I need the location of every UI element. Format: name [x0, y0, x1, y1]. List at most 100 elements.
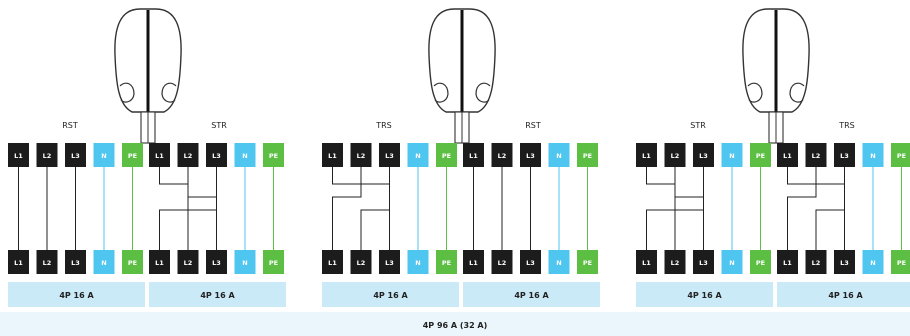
terminal-label: L1: [469, 259, 478, 267]
terminal-top: [636, 143, 657, 167]
phase-wire: [646, 167, 704, 250]
terminal-top: [379, 143, 400, 167]
terminal-top: [322, 143, 343, 167]
terminal-bottom: [149, 250, 170, 274]
terminal-label: L3: [212, 259, 221, 267]
charging-station-icon: [114, 8, 182, 144]
terminal-label: N: [415, 259, 420, 267]
terminal-label: PE: [756, 152, 765, 160]
breaker-label: 4P 16 A: [200, 291, 235, 300]
terminal-top: [777, 143, 798, 167]
phase-wire: [187, 167, 217, 250]
terminal-top: [177, 143, 199, 167]
charger-group-3: [636, 8, 910, 307]
station-holster-right: [789, 82, 805, 103]
terminal-bottom: [322, 250, 343, 274]
terminal-label: L1: [155, 152, 164, 160]
terminal-top: [834, 143, 855, 167]
terminal-label: N: [556, 259, 561, 267]
terminal-label: L2: [43, 259, 52, 267]
terminal-label: L3: [699, 259, 708, 267]
terminal-bottom: [750, 250, 771, 274]
phase-wire: [360, 167, 390, 250]
terminal-bottom: [636, 250, 657, 274]
terminal-top: [548, 143, 570, 167]
terminal-label: L2: [357, 152, 366, 160]
breaker-label: 4P 16 A: [373, 291, 408, 300]
terminal-top: [891, 143, 910, 167]
terminal-bottom: [206, 250, 227, 274]
terminal-label: L2: [357, 259, 366, 267]
terminal-label: PE: [442, 259, 451, 267]
breaker-bar: [8, 282, 145, 307]
breaker-label: 4P 16 A: [687, 291, 722, 300]
terminal-label: L3: [385, 152, 394, 160]
terminal-top: [664, 143, 686, 167]
terminal-top: [721, 143, 743, 167]
terminal-top: [149, 143, 170, 167]
phase-wire: [332, 167, 362, 250]
terminal-top: [577, 143, 598, 167]
terminal-label: N: [242, 259, 247, 267]
terminal-label: PE: [442, 152, 451, 160]
terminal-top: [407, 143, 429, 167]
total-breaker-bar: [0, 312, 910, 336]
terminal-bottom: [93, 250, 115, 274]
terminal-label: PE: [583, 259, 592, 267]
charging-station-icon: [428, 8, 496, 144]
terminal-label: N: [729, 259, 734, 267]
terminal-bottom: [862, 250, 884, 274]
breaker-bar: [636, 282, 773, 307]
terminal-label: L1: [469, 152, 478, 160]
terminal-label: L2: [498, 259, 507, 267]
terminal-top: [263, 143, 284, 167]
terminal-label: N: [870, 152, 875, 160]
terminal-label: L1: [642, 152, 651, 160]
terminal-label: PE: [756, 259, 765, 267]
terminal-label: PE: [897, 259, 906, 267]
terminal-label: L3: [526, 259, 535, 267]
terminal-bottom: [891, 250, 910, 274]
terminal-label: L3: [699, 152, 708, 160]
terminal-bottom: [664, 250, 686, 274]
terminal-label: PE: [269, 152, 278, 160]
terminal-label: PE: [128, 259, 137, 267]
terminal-label: L1: [155, 259, 164, 267]
charger-group-1: [8, 8, 286, 307]
terminal-label: N: [101, 259, 106, 267]
total-breaker-label: 4P 96 A (32 A): [423, 321, 488, 330]
terminal-top: [693, 143, 714, 167]
terminal-label: L1: [328, 152, 337, 160]
terminal-label: L2: [812, 259, 821, 267]
phase-order-label: RST: [62, 121, 78, 130]
terminal-label: L3: [840, 152, 849, 160]
breaker-bar: [777, 282, 910, 307]
terminal-bottom: [520, 250, 541, 274]
terminal-bottom: [263, 250, 284, 274]
terminal-bottom: [491, 250, 513, 274]
terminal-top: [862, 143, 884, 167]
terminal-label: N: [556, 152, 561, 160]
charger-group-2: [322, 8, 600, 307]
phase-order-label: TRS: [375, 121, 392, 130]
breaker-label: 4P 16 A: [514, 291, 549, 300]
terminal-top: [93, 143, 115, 167]
phase-order-label: STR: [690, 121, 706, 130]
terminal-label: PE: [269, 259, 278, 267]
terminal-bottom: [350, 250, 372, 274]
terminal-label: L3: [385, 259, 394, 267]
breaker-bar: [149, 282, 286, 307]
terminal-label: L3: [71, 152, 80, 160]
terminal-label: L3: [212, 152, 221, 160]
terminal-bottom: [436, 250, 457, 274]
terminal-label: L2: [184, 152, 193, 160]
station-holster-right: [161, 82, 177, 103]
phase-wire: [815, 167, 845, 250]
terminal-label: L1: [783, 259, 792, 267]
phase-order-label: TRS: [838, 121, 855, 130]
breaker-label: 4P 16 A: [828, 291, 863, 300]
terminal-bottom: [721, 250, 743, 274]
terminal-bottom: [463, 250, 484, 274]
terminal-label: L2: [671, 152, 680, 160]
station-holster-right: [475, 82, 491, 103]
